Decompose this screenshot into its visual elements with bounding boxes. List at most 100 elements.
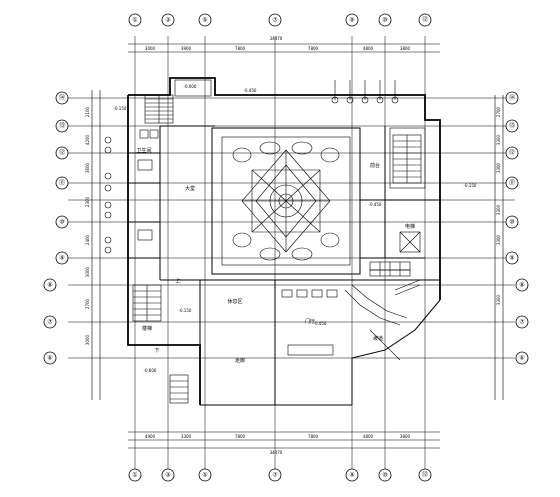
- top-dimensions: 34470 3000 3900 7800 7800 4800 3800: [145, 36, 411, 51]
- axis-label: ①: [132, 472, 137, 479]
- dimension-text: 3000: [145, 46, 156, 51]
- dimension-text: 4800: [363, 434, 374, 439]
- axis-label: ⑨: [59, 255, 64, 262]
- dimension-text: 7800: [308, 46, 319, 51]
- room-label: 大堂: [185, 185, 195, 192]
- level-mark: -0.150: [179, 308, 192, 313]
- room-label: 走廊: [235, 357, 245, 364]
- dimension-text: 2300: [85, 196, 90, 207]
- level-mark: -0.150: [464, 183, 477, 188]
- axis-label: ⑤: [202, 472, 207, 479]
- dimension-text: 3000: [85, 266, 90, 277]
- level-mark: -0.600: [144, 368, 157, 373]
- level-mark: -0.450: [369, 202, 382, 207]
- staircase-top: [144, 79, 212, 124]
- room-label: 楼梯: [142, 325, 152, 332]
- axis-label: ⑪: [509, 179, 515, 187]
- room-label: 休息区: [227, 298, 242, 305]
- left-dimensions: 2100 4200 3600 2300 2400 3000 2700 3000: [85, 106, 90, 345]
- dimension-text: 2700: [496, 106, 501, 117]
- axis-label: ⑭: [509, 94, 515, 102]
- dimension-total: 34470: [270, 450, 283, 455]
- axis-label: ⑩: [382, 472, 387, 479]
- dimension-text: 3300: [181, 434, 192, 439]
- room-label: 坡道: [373, 335, 383, 342]
- dimension-text: 3800: [400, 46, 411, 51]
- exterior-walls: [127, 77, 441, 406]
- staircase-bottom: [132, 284, 189, 404]
- axis-label: ⑩: [509, 219, 514, 226]
- axis-label: ⑭: [59, 94, 65, 102]
- dimension-text: 7800: [235, 434, 246, 439]
- dimension-text: 4200: [85, 134, 90, 145]
- dimension-text: 2700: [85, 298, 90, 309]
- axis-label: ⑤: [202, 17, 207, 24]
- interior-walls: [128, 125, 440, 405]
- axis-label: ③: [165, 17, 170, 24]
- right-dimensions: 2700 3300 3300 3300 3300 3300: [496, 106, 501, 305]
- axis-label: ⑦: [47, 319, 53, 326]
- dimension-text: 2400: [85, 234, 90, 245]
- bottom-dimensions: 4900 3300 7800 7800 4800 3800 34470: [145, 434, 411, 455]
- dimension-text: 3300: [496, 204, 501, 215]
- axis-label: ①: [132, 17, 137, 24]
- dimension-text: 4900: [145, 434, 156, 439]
- room-labels: 大堂 卫生间 楼梯 电梯 前台 走廊 门厅 坡道 休息区 上 下: [136, 147, 415, 364]
- level-mark: -0.450: [314, 321, 327, 326]
- callout-flags: [331, 80, 399, 104]
- room-label: 前台: [370, 162, 380, 169]
- dimension-text: 3300: [496, 134, 501, 145]
- axis-label: ⑨: [349, 472, 354, 479]
- dimension-text: 3300: [496, 234, 501, 245]
- dimension-text: 4800: [363, 46, 374, 51]
- dimension-frame: [91, 43, 504, 449]
- level-mark: -0.000: [184, 84, 197, 89]
- room-label: 下: [154, 348, 159, 354]
- room-label: 门厅: [305, 318, 315, 325]
- top-axis-bubbles: ① ③ ⑤ ⑦ ⑨ ⑩ ⑫: [128, 13, 432, 27]
- left-axis-bubbles: ⑭ ⑬ ⑫ ⑪ ⑩ ⑨ ⑧ ⑦ ⑥: [43, 91, 69, 365]
- axis-label: ⑪: [59, 179, 65, 187]
- axis-label: ⑦: [272, 17, 278, 24]
- axis-label: ⑩: [382, 17, 387, 24]
- central-feature-pattern: [232, 141, 340, 261]
- dimension-text: 3300: [496, 162, 501, 173]
- entrance-ramp: [344, 279, 421, 361]
- room-label: 上: [175, 277, 180, 284]
- axis-label: ⑫: [59, 149, 65, 157]
- bottom-axis-bubbles: ① ③ ⑤ ⑦ ⑨ ⑩ ⑫: [128, 468, 432, 482]
- dimension-text: 3300: [496, 294, 501, 305]
- axis-label: ⑨: [509, 255, 514, 262]
- axis-label: ⑥: [519, 355, 524, 362]
- dimension-text: 3000: [85, 334, 90, 345]
- dimension-text: 3900: [181, 46, 192, 51]
- staircase-right: [392, 134, 422, 184]
- axis-label: ⑫: [422, 471, 428, 479]
- axis-label: ⑬: [59, 122, 65, 130]
- axis-label: ⑩: [59, 219, 64, 226]
- axis-label: ③: [165, 472, 170, 479]
- axis-label: ⑫: [509, 149, 515, 157]
- dimension-text: 3600: [85, 162, 90, 173]
- room-label: 卫生间: [136, 147, 151, 154]
- dimension-text: 7800: [235, 46, 246, 51]
- axis-label: ⑬: [509, 122, 515, 130]
- dimension-total: 34470: [270, 36, 283, 41]
- right-axis-bubbles: ⑭ ⑬ ⑫ ⑪ ⑩ ⑨ ⑧ ⑦ ⑥: [505, 91, 529, 365]
- axis-label: ⑦: [519, 319, 525, 326]
- axis-label: ⑨: [349, 17, 354, 24]
- room-label: 电梯: [405, 223, 415, 230]
- axis-label: ⑫: [422, 16, 428, 24]
- counter-fixtures: [281, 261, 411, 356]
- level-mark: -0.450: [244, 88, 257, 93]
- level-mark: -0.150: [114, 106, 127, 111]
- axis-label: ⑦: [272, 472, 278, 479]
- axis-label: ⑥: [47, 355, 52, 362]
- level-marks: -0.000 -0.450 -0.150 -0.450 -0.600 -0.15…: [114, 84, 477, 373]
- dimension-text: 2100: [85, 106, 90, 117]
- dimension-text: 7800: [308, 434, 319, 439]
- sanitary-fixtures: [104, 129, 159, 254]
- axis-label: ⑧: [519, 282, 524, 289]
- dimension-text: 3800: [400, 434, 411, 439]
